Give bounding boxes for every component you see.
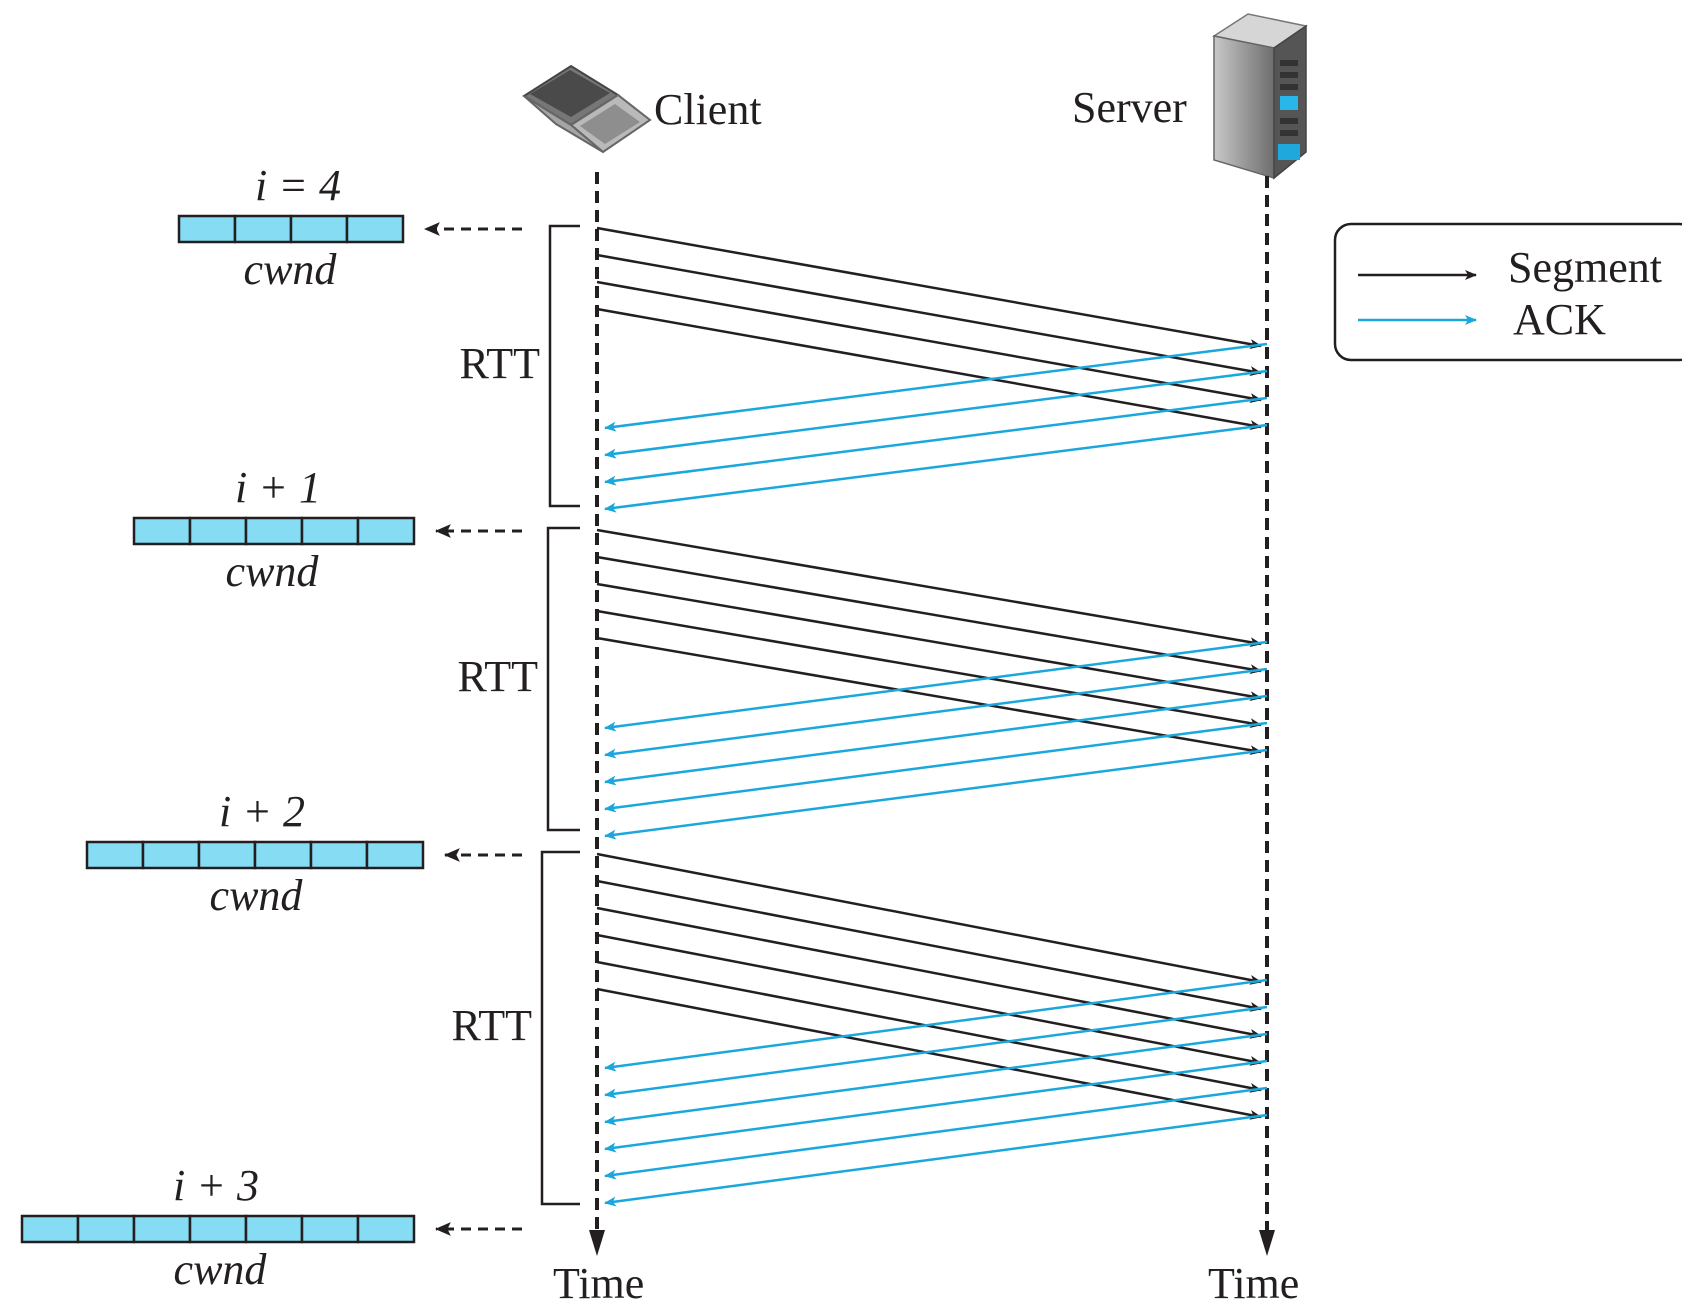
ack-arrow: [604, 721, 1268, 813]
window-label: i = 4: [255, 161, 341, 210]
ack-arrow: [604, 748, 1268, 840]
cwnd-cell: [177, 214, 237, 244]
cwnd-cell: [345, 214, 405, 244]
window-caption: cwnd: [244, 245, 338, 294]
cwnd-cell: [141, 840, 201, 870]
client-timeline-arrowhead: [589, 1230, 605, 1256]
laptop-icon: [522, 64, 652, 154]
rtt-label: RTT: [460, 339, 541, 388]
ack-arrow: [604, 1005, 1268, 1099]
window-caption: cwnd: [210, 871, 304, 920]
window-caption: cwnd: [226, 547, 320, 596]
legend-ack-label: ACK: [1513, 295, 1606, 344]
cwnd-cell: [197, 840, 257, 870]
ack-arrow: [604, 640, 1268, 732]
ack-arrow: [604, 1113, 1268, 1207]
legend-segment-label: Segment: [1508, 243, 1662, 292]
ack-arrow: [604, 1086, 1268, 1180]
segment-arrow: [596, 852, 1262, 985]
segment-arrow: [596, 226, 1262, 349]
cwnd-cell: [132, 1214, 192, 1244]
ack-arrow: [604, 423, 1268, 513]
segment-arrow: [596, 253, 1262, 376]
window-label: i + 1: [235, 463, 321, 512]
segment-arrow: [596, 879, 1262, 1012]
window-label: i + 2: [219, 787, 305, 836]
window-caption: cwnd: [174, 1245, 268, 1294]
cwnd-cell: [356, 516, 416, 546]
segment-arrow: [596, 307, 1262, 430]
cwnd-cell: [253, 840, 313, 870]
ack-arrow: [604, 694, 1268, 786]
rtt-bracket: [548, 224, 580, 508]
cwnd-cell: [309, 840, 369, 870]
cwnd-cell: [233, 214, 293, 244]
client-label: Client: [654, 85, 762, 134]
segment-arrow: [596, 555, 1262, 675]
cwnd-cell: [300, 1214, 360, 1244]
cwnd-cell: [244, 1214, 304, 1244]
rtt-label: RTT: [458, 652, 539, 701]
server-timeline-arrowhead: [1259, 1230, 1275, 1256]
segment-arrow: [596, 933, 1262, 1066]
cwnd-cell: [289, 214, 349, 244]
rtt-label: RTT: [452, 1001, 533, 1050]
ack-arrow: [604, 369, 1268, 459]
segment-arrow: [596, 636, 1262, 756]
rtt-bracket: [546, 526, 580, 832]
window-label: i + 3: [173, 1161, 259, 1210]
segment-arrow: [596, 906, 1262, 1039]
cwnd-cell: [356, 1214, 416, 1244]
ack-arrow: [604, 1032, 1268, 1126]
segment-arrow: [596, 528, 1262, 648]
segment-arrow: [596, 609, 1262, 729]
ack-arrow: [604, 1059, 1268, 1153]
segment-arrow: [596, 280, 1262, 403]
ack-arrow: [604, 396, 1268, 486]
server-time-label: Time: [1208, 1259, 1299, 1304]
server-tower-icon: [1212, 13, 1308, 180]
server-label: Server: [1072, 83, 1187, 132]
cwnd-cell: [188, 1214, 248, 1244]
cwnd-cell: [132, 516, 192, 546]
cwnd-cell: [85, 840, 145, 870]
cwnd-cell: [20, 1214, 80, 1244]
cwnd-cell: [244, 516, 304, 546]
ack-arrow: [604, 342, 1268, 432]
segment-arrow: [596, 582, 1262, 702]
rtt-bracket: [540, 850, 580, 1206]
client-time-label: Time: [553, 1259, 644, 1304]
legend-box: [1333, 222, 1682, 362]
cwnd-cell: [365, 840, 425, 870]
cwnd-cell: [188, 516, 248, 546]
cwnd-cell: [300, 516, 360, 546]
ack-arrow: [604, 667, 1268, 759]
cwnd-cell: [76, 1214, 136, 1244]
legend: Segment ACK: [1333, 222, 1682, 362]
ack-arrow: [604, 978, 1268, 1072]
